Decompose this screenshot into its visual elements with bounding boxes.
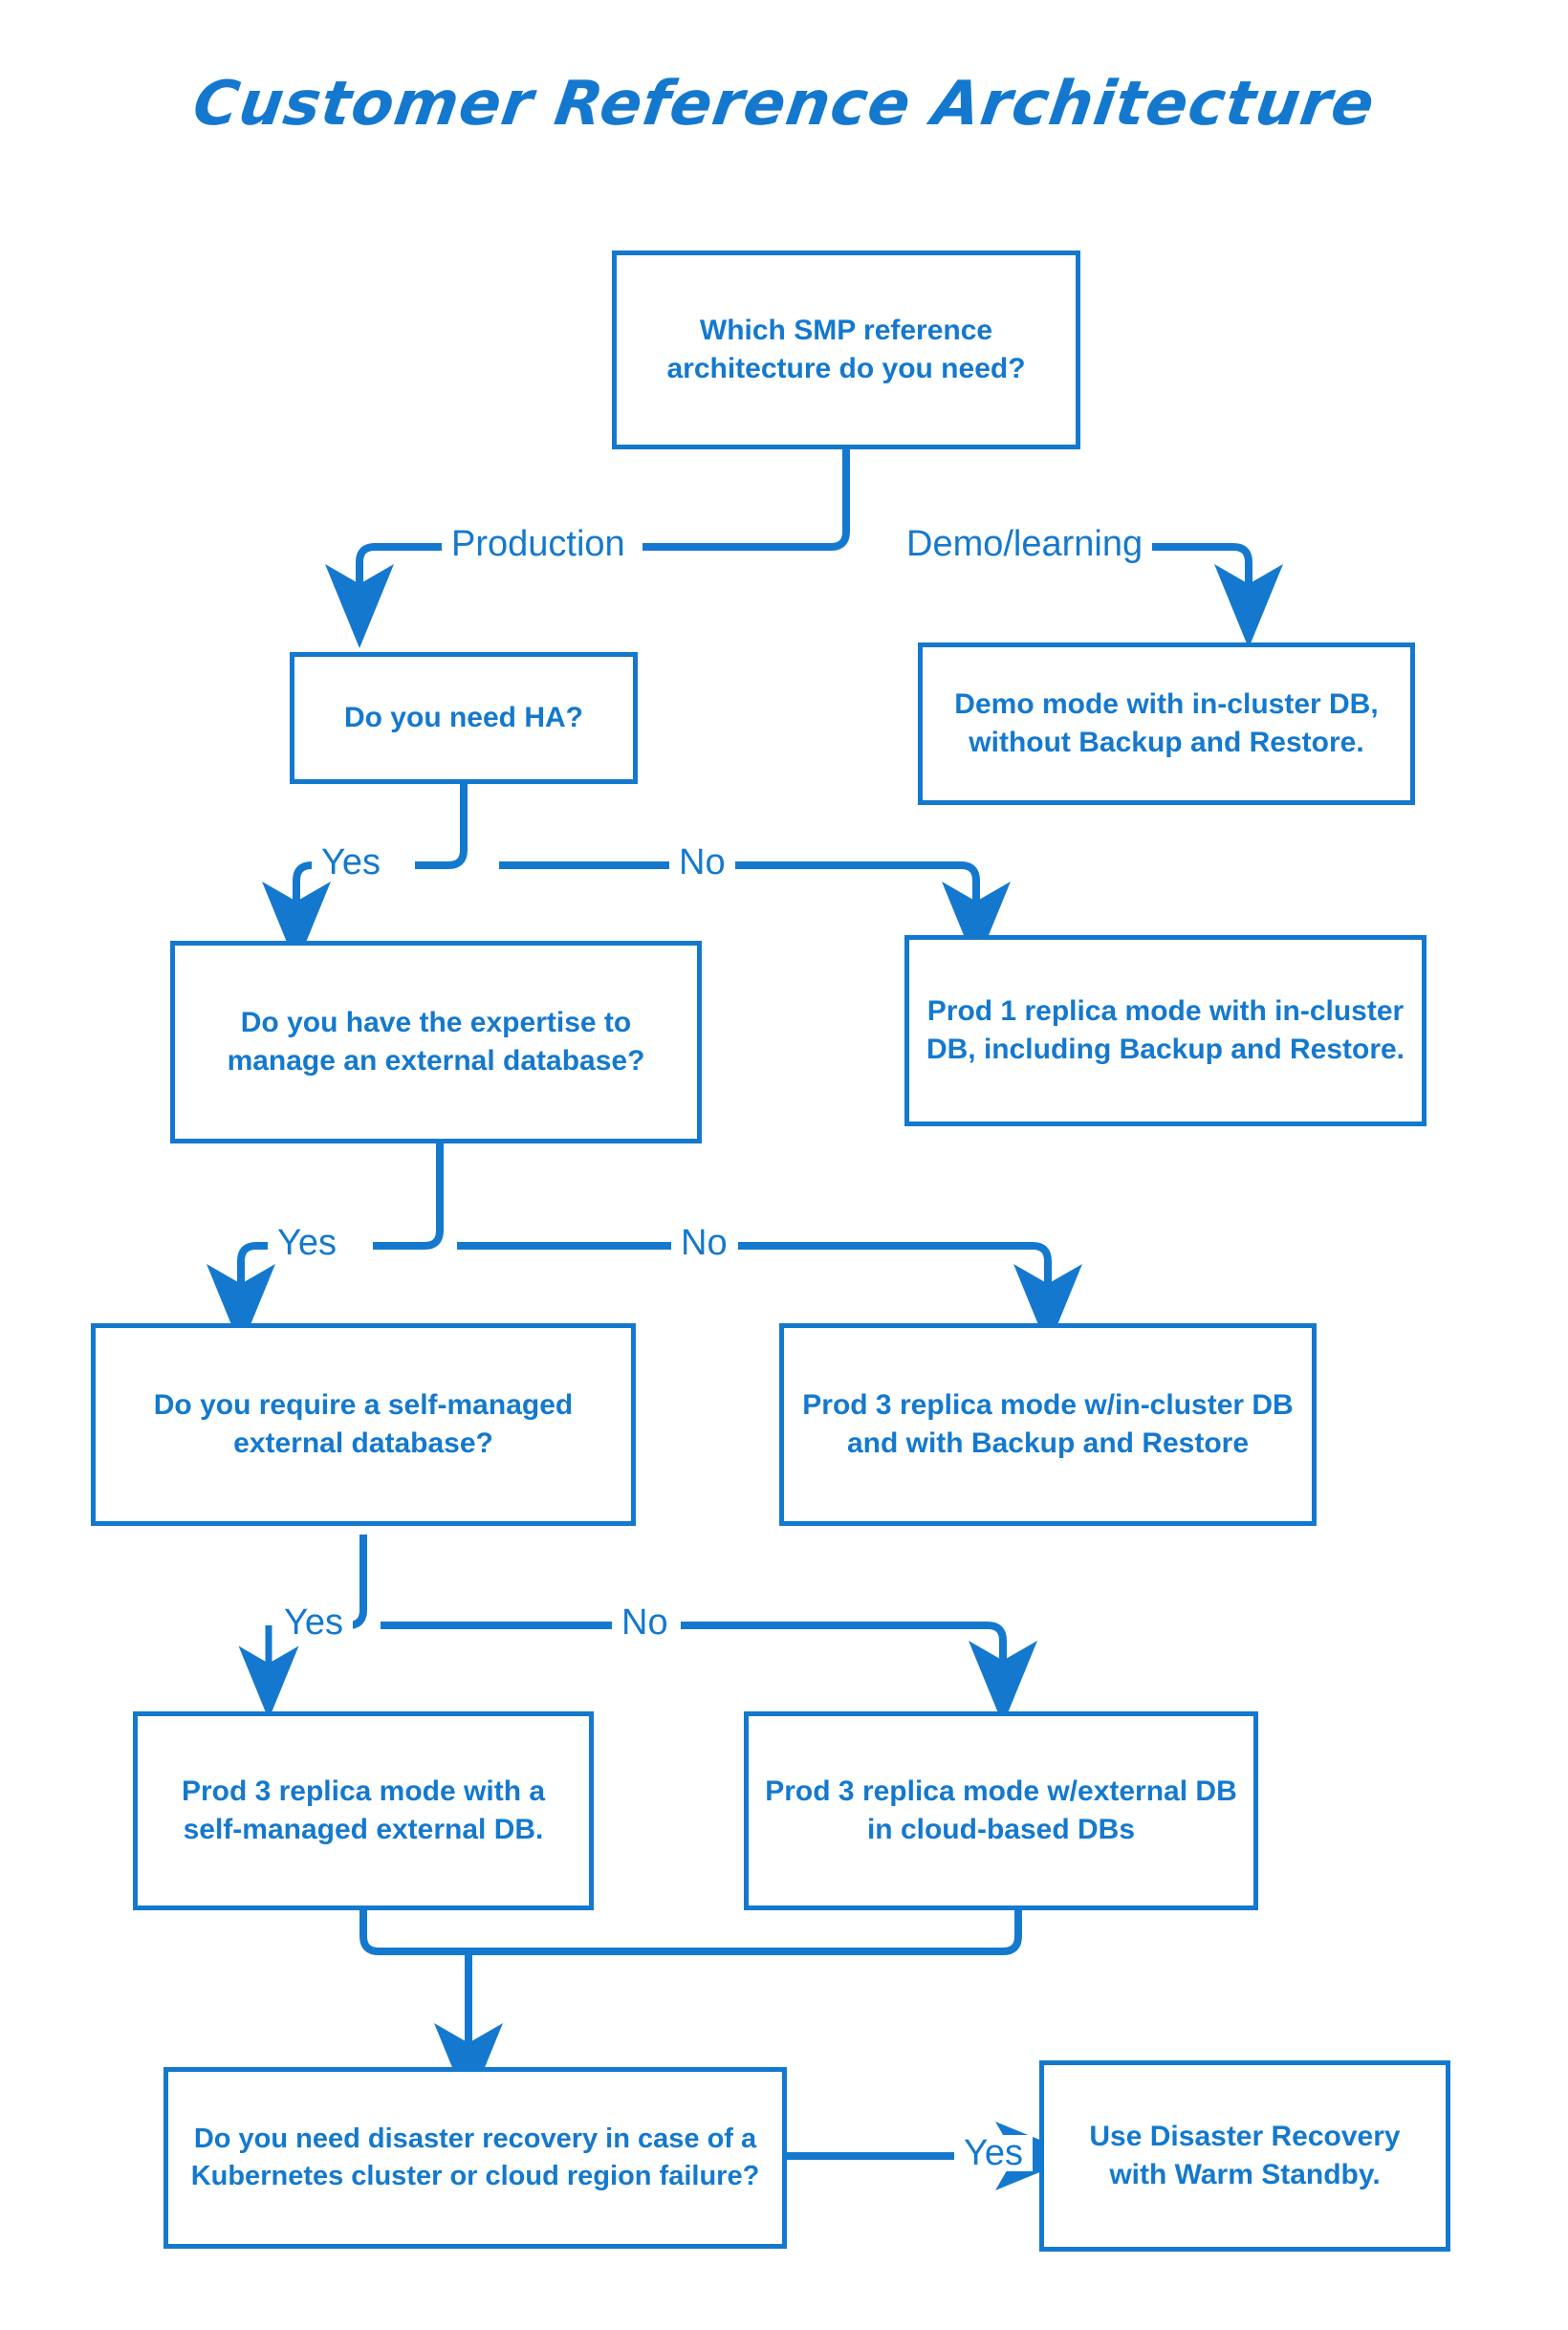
node-prod1-label: Prod 1 replica mode with in-cluster DB, … xyxy=(926,994,1405,1066)
node-do-you-need-ha[interactable]: Do you need HA? xyxy=(290,652,638,784)
node-expertise-label: Do you have the expertise to manage an e… xyxy=(227,1006,645,1078)
edge-label-dr-yes: Yes xyxy=(954,2135,1033,2171)
node-demo-mode[interactable]: Demo mode with in-cluster DB, without Ba… xyxy=(918,642,1415,805)
node-prod3-cloud-db[interactable]: Prod 3 replica mode w/external DB in clo… xyxy=(744,1711,1258,1910)
node-self-managed-q-label: Do you require a self-managed external d… xyxy=(153,1388,574,1460)
node-dr-question-label: Do you need disaster recovery in case of… xyxy=(190,2123,760,2191)
edge-label-demo-learning: Demo/learning xyxy=(897,526,1153,562)
node-ha-label: Do you need HA? xyxy=(343,701,583,733)
node-prod3-self-managed-label: Prod 3 replica mode with a self-managed … xyxy=(181,1775,546,1846)
node-self-managed-question[interactable]: Do you require a self-managed external d… xyxy=(91,1323,636,1526)
edge-label-selfmanaged-no: No xyxy=(612,1604,678,1641)
edge-label-expertise-no: No xyxy=(671,1225,737,1261)
node-dr-question[interactable]: Do you need disaster recovery in case of… xyxy=(163,2067,787,2249)
page-title: Customer Reference Architecture xyxy=(188,69,1380,140)
node-prod3-in-cluster-label: Prod 3 replica mode w/in-cluster DB and … xyxy=(802,1388,1294,1460)
node-expertise-question[interactable]: Do you have the expertise to manage an e… xyxy=(170,941,702,1143)
edge-label-expertise-yes: Yes xyxy=(268,1225,346,1261)
node-root-label: Which SMP reference architecture do you … xyxy=(666,314,1026,385)
node-prod3-cloud-label: Prod 3 replica mode w/external DB in clo… xyxy=(765,1775,1237,1846)
edge-label-production: Production xyxy=(442,526,635,562)
node-demo-mode-label: Demo mode with in-cluster DB, without Ba… xyxy=(954,687,1379,759)
node-root[interactable]: Which SMP reference architecture do you … xyxy=(612,250,1080,449)
node-prod3-in-cluster[interactable]: Prod 3 replica mode w/in-cluster DB and … xyxy=(779,1323,1317,1526)
node-prod1-replica[interactable]: Prod 1 replica mode with in-cluster DB, … xyxy=(904,935,1426,1126)
edge-label-ha-yes: Yes xyxy=(312,844,390,881)
node-dr-answer-label: Use Disaster Recovery with Warm Standby. xyxy=(1089,2120,1401,2191)
edge-label-ha-no: No xyxy=(669,844,735,881)
node-dr-answer[interactable]: Use Disaster Recovery with Warm Standby. xyxy=(1039,2060,1450,2252)
edge-label-selfmanaged-yes: Yes xyxy=(274,1604,353,1641)
node-prod3-self-managed[interactable]: Prod 3 replica mode with a self-managed … xyxy=(133,1711,594,1910)
